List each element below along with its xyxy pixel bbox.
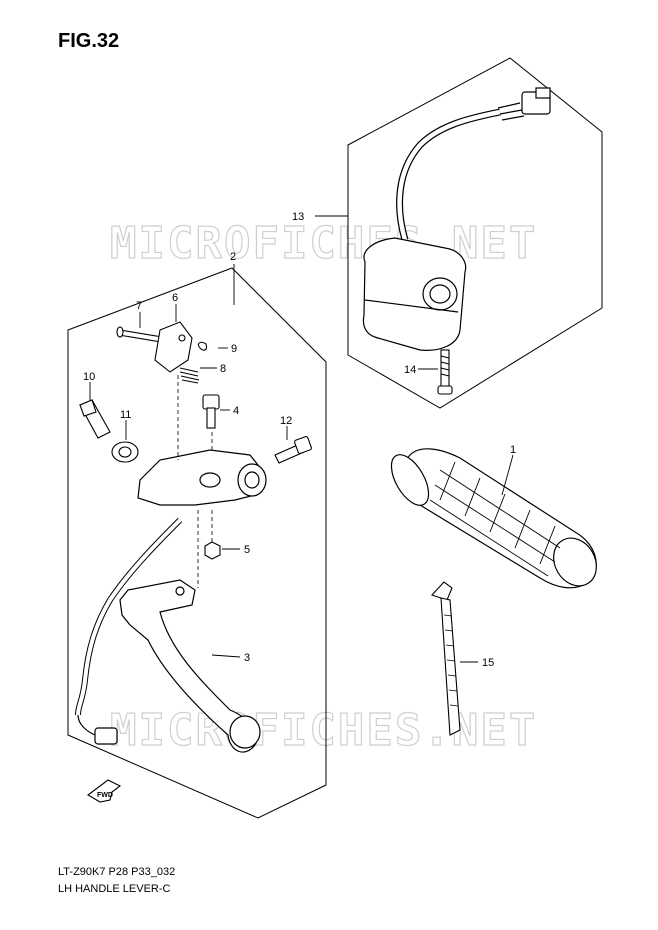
callout-14: 14 <box>404 364 416 376</box>
callout-8: 8 <box>220 363 226 375</box>
figure-caption: LH HANDLE LEVER-C <box>58 883 171 895</box>
nut-5-icon <box>204 541 221 560</box>
fwd-label: FWD <box>97 792 113 799</box>
locknut-11-icon <box>111 441 139 463</box>
callout-13: 13 <box>292 211 304 223</box>
bracket-6-icon <box>154 321 193 373</box>
figure-title: FIG.32 <box>58 30 120 52</box>
callout-9: 9 <box>231 343 237 355</box>
leader-lines <box>89 215 514 663</box>
spring-8-icon <box>179 367 200 384</box>
callout-12: 12 <box>280 415 292 427</box>
callout-6: 6 <box>172 292 178 304</box>
cable-tie-icon <box>431 581 461 736</box>
watermark-bottom: MICROFICHES.NET <box>110 705 537 756</box>
bolt-12-icon <box>274 436 312 464</box>
callout-4: 4 <box>233 405 239 417</box>
clip-9-icon <box>197 341 208 351</box>
switch-assembly-outline <box>347 57 603 409</box>
lever-assembly-outline <box>67 267 327 819</box>
callout-1: 1 <box>510 444 516 456</box>
callout-2: 2 <box>230 251 236 263</box>
adjuster-10-icon <box>79 399 111 439</box>
lever-bracket-icon <box>137 449 267 506</box>
callout-15: 15 <box>482 657 494 669</box>
callout-11: 11 <box>120 409 131 421</box>
clutch-lever-icon <box>119 579 261 753</box>
callout-5: 5 <box>244 544 250 556</box>
handlebar-switch-icon <box>362 87 551 351</box>
callout-7: 7 <box>136 300 142 312</box>
callout-10: 10 <box>83 371 95 383</box>
screw-14-icon <box>437 349 453 395</box>
watermark-top: MICROFICHES.NET <box>110 218 537 269</box>
model-code: LT-Z90K7 P28 P33_032 <box>58 866 176 878</box>
callout-3: 3 <box>244 652 250 664</box>
fwd-arrow-icon: FWD <box>87 779 122 803</box>
bolt-4-icon <box>202 394 220 429</box>
handle-grip-icon <box>390 448 597 589</box>
clutch-switch-cable-icon <box>75 517 183 745</box>
assembly-dash-lines <box>177 375 213 588</box>
